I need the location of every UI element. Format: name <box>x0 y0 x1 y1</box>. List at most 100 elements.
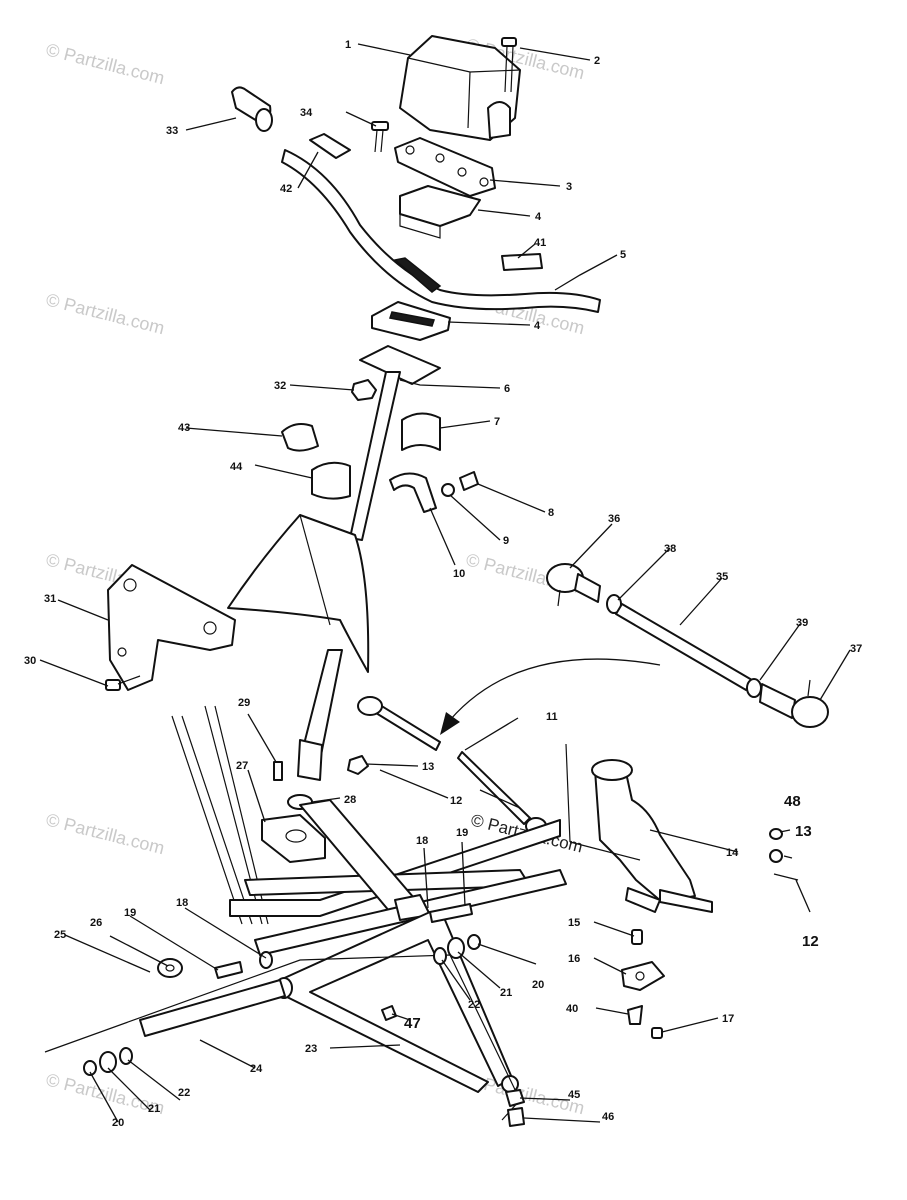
lower-handlebar-clamp <box>371 301 451 341</box>
spindle-bolt <box>631 929 643 945</box>
callout-38: 38 <box>664 543 676 555</box>
pivot-bolt-right <box>429 903 473 923</box>
callout-35: 35 <box>716 571 728 583</box>
handlebar <box>281 149 601 313</box>
cotter-pin <box>773 873 799 881</box>
callout-41: 41 <box>534 237 546 249</box>
steering-stop <box>273 761 283 781</box>
front-cowl-bracket <box>227 514 370 673</box>
callout-48: 48 <box>784 793 801 810</box>
callout-30: 30 <box>24 655 36 667</box>
lower-bushing-half <box>311 461 351 500</box>
callout-34: 34 <box>300 107 313 119</box>
callout-26: 26 <box>90 917 102 929</box>
steering-post <box>297 345 441 781</box>
callout-44: 44 <box>230 461 243 473</box>
callout-18: 18 <box>416 835 428 847</box>
grease-fitting <box>627 1005 643 1025</box>
callout-29: 29 <box>238 697 250 709</box>
callout-12: 12 <box>802 933 819 950</box>
post-clamp-nut <box>441 483 455 497</box>
callout-17: 17 <box>722 1013 734 1025</box>
assembly-direction-arrow <box>449 658 661 721</box>
pad-bolt <box>501 37 517 93</box>
handlebar-grip <box>231 86 273 132</box>
callout-46: 46 <box>602 1111 614 1123</box>
pivot-washer <box>157 958 183 978</box>
bushing-set-left <box>83 1047 133 1076</box>
callout-8: 8 <box>548 507 554 519</box>
a-arm-pivot-tube <box>139 979 286 1037</box>
callout-19: 19 <box>124 907 136 919</box>
callout-4: 4 <box>535 211 542 223</box>
callout-27: 27 <box>236 760 248 772</box>
steering-spindle <box>565 743 713 913</box>
washer-48 <box>769 828 783 840</box>
tie-rod-end-left <box>546 563 601 607</box>
callout-28: 28 <box>344 794 356 806</box>
callout-24: 24 <box>250 1063 263 1075</box>
post-clamp-bolt <box>459 471 479 491</box>
callout-10: 10 <box>453 568 465 580</box>
watermark: © Partzilla.com <box>44 289 167 338</box>
callout-labels: 1 2 3 4 5 4 6 7 8 9 10 11 12 12 13 13 14… <box>24 39 862 1129</box>
callout-21: 21 <box>148 1103 160 1115</box>
callout-11: 11 <box>546 711 558 723</box>
callout-7: 7 <box>494 416 500 428</box>
tie-rod-nut <box>347 755 369 775</box>
assembly-arrow-head <box>440 712 460 735</box>
callout-22: 22 <box>178 1087 190 1099</box>
cap-bolt <box>371 121 389 153</box>
callout-16: 16 <box>568 953 580 965</box>
callout-42: 42 <box>280 183 292 195</box>
callout-33: 33 <box>166 125 178 137</box>
callout-13: 13 <box>795 823 812 840</box>
callout-9: 9 <box>503 535 509 547</box>
callout-45: 45 <box>568 1089 580 1101</box>
decal-strip-right <box>501 253 543 271</box>
callout-22: 22 <box>468 999 480 1011</box>
castle-nut <box>769 849 783 863</box>
watermark: © Partzilla.com <box>44 39 167 88</box>
callout-4: 4 <box>534 320 541 332</box>
a-arm-grease-fitting <box>381 1005 397 1021</box>
handlebar-pad <box>399 35 521 141</box>
tie-rod <box>615 603 753 691</box>
tie-rod-jam-nut-right <box>746 678 762 698</box>
watermark: © Partzilla.com <box>44 809 167 858</box>
leader-lines <box>39 43 851 1123</box>
callout-32: 32 <box>274 380 286 392</box>
post-nut <box>351 379 377 401</box>
bushing-clip <box>281 423 319 452</box>
decal-strip-left <box>309 133 351 159</box>
callout-19: 19 <box>456 827 468 839</box>
callout-18: 18 <box>176 897 188 909</box>
spindle-plate <box>621 961 665 991</box>
upper-handlebar-clamp <box>399 185 481 239</box>
callout-43: 43 <box>178 422 190 434</box>
callout-31: 31 <box>44 593 56 605</box>
callout-5: 5 <box>620 249 626 261</box>
post-lower-support <box>261 814 326 863</box>
callout-1: 1 <box>345 39 351 51</box>
callout-20: 20 <box>532 979 544 991</box>
post-clamp <box>389 472 437 513</box>
tie-rod-end-right <box>759 679 829 728</box>
a-arm-bolt <box>507 1107 525 1127</box>
spindle-nut <box>651 1027 663 1039</box>
callout-37: 37 <box>850 643 862 655</box>
callout-47: 47 <box>404 1015 421 1032</box>
callout-12: 12 <box>450 795 462 807</box>
callout-13: 13 <box>422 761 434 773</box>
upper-bushing-half <box>401 412 441 451</box>
callout-39: 39 <box>796 617 808 629</box>
callout-23: 23 <box>305 1043 317 1055</box>
callout-40: 40 <box>566 1003 578 1015</box>
callout-14: 14 <box>726 847 739 859</box>
callout-6: 6 <box>504 383 510 395</box>
pivot-spacer-left <box>259 951 273 969</box>
callout-20: 20 <box>112 1117 124 1129</box>
callout-2: 2 <box>594 55 600 67</box>
callout-15: 15 <box>568 917 580 929</box>
